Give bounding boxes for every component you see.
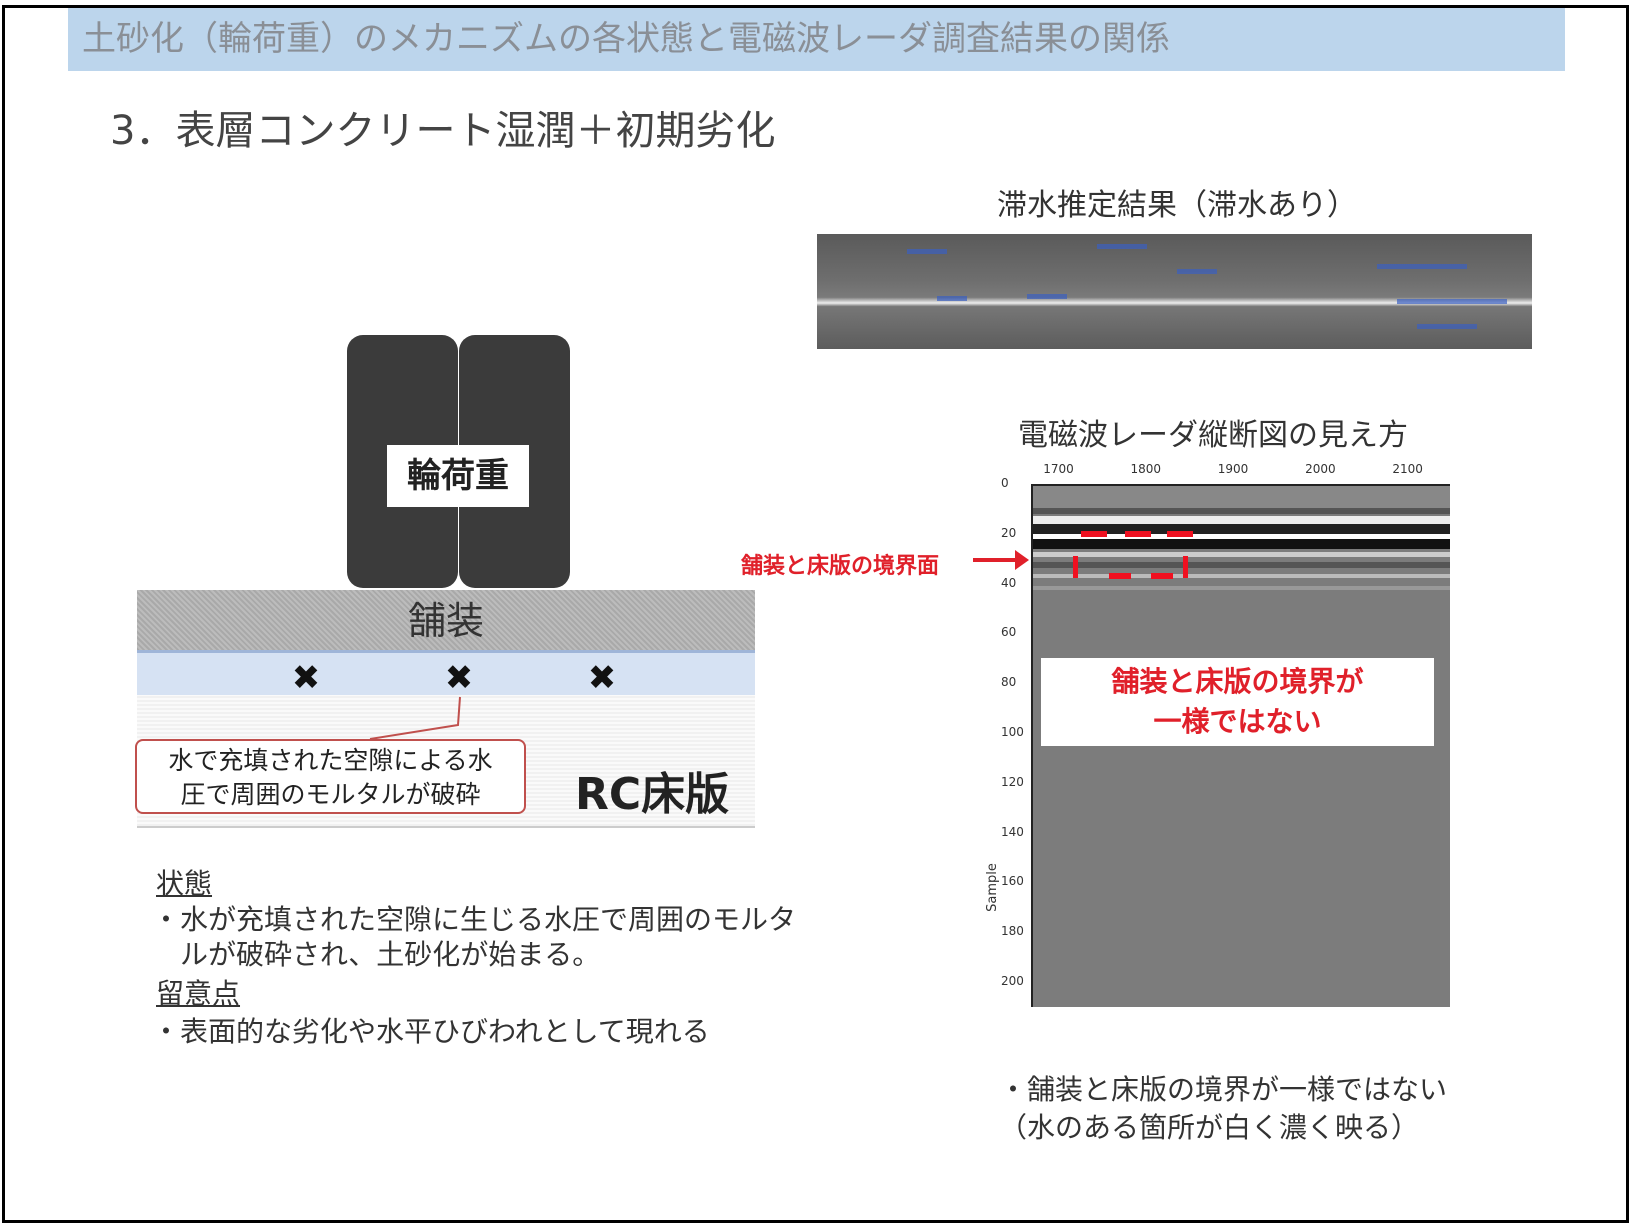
slide-header: 土砂化（輪荷重）のメカニズムの各状態と電磁波レーダ調査結果の関係 — [68, 8, 1565, 71]
water-estimate-strip — [817, 234, 1532, 349]
y-tick-label: 40 — [1001, 575, 1017, 590]
wheel-load-label: 輪荷重 — [387, 445, 529, 507]
wet-layer — [137, 653, 755, 695]
y-tick-label: 120 — [1001, 774, 1024, 789]
strip-caption: 滞水推定結果（滞水あり） — [997, 188, 1357, 223]
void-mark-icon: ✖ — [291, 658, 321, 698]
x-tick-label: 2000 — [1305, 462, 1336, 476]
y-axis-label: Sample — [984, 863, 1000, 912]
note-line: ・表面的な劣化や水平ひびわれとして現れる — [152, 1015, 710, 1048]
y-tick-label: 20 — [1001, 525, 1017, 540]
y-tick-label: 100 — [1001, 725, 1024, 740]
y-tick-label: 140 — [1001, 824, 1024, 839]
summary-line: （水のある箇所が白く濃く映る） — [999, 1111, 1420, 1144]
x-tick-label: 2100 — [1392, 462, 1423, 476]
overlay-line: 一様ではない — [1153, 705, 1322, 738]
arrow-right-icon — [973, 550, 1029, 570]
summary-line: ・舗装と床版の境界が一様ではない — [999, 1073, 1448, 1106]
state-line: ・水が充填された空隙に生じる水圧で周囲のモルタ — [152, 903, 797, 936]
radar-caption: 電磁波レーダ縦断図の見え方 — [1018, 418, 1408, 453]
callout-line: 水で充填された空隙による水 — [168, 746, 493, 775]
y-tick-label: 160 — [1001, 874, 1024, 889]
y-tick-label: 200 — [1001, 974, 1024, 989]
boundary-label: 舗装と床版の境界面 — [741, 554, 940, 579]
void-mark-icon: ✖ — [587, 658, 617, 698]
x-tick-label: 1900 — [1217, 462, 1249, 476]
overlay-line: 舗装と床版の境界が — [1111, 665, 1364, 698]
y-tick-label: 0 — [1001, 476, 1009, 490]
pavement-layer: 舗装 — [137, 590, 755, 653]
rc-slab-label: RC床版 — [575, 769, 730, 820]
section-title: 3．表層コンクリート湿潤＋初期劣化 — [110, 108, 776, 154]
note-heading: 留意点 — [156, 977, 241, 1010]
y-tick-label: 80 — [1001, 675, 1017, 690]
void-mark-icon: ✖ — [444, 658, 474, 698]
y-tick-label: 60 — [1001, 625, 1017, 640]
y-tick-label: 180 — [1001, 924, 1024, 939]
callout-box: 水で充填された空隙による水 圧で周囲のモルタルが破砕 — [135, 739, 526, 814]
callout-pointer — [369, 696, 461, 740]
x-tick-label: 1700 — [1043, 462, 1074, 476]
state-line: ルが破砕され、土砂化が始まる。 — [152, 938, 601, 971]
slide-frame — [2, 5, 1629, 1223]
radar-overlay-note: 舗装と床版の境界が 一様ではない — [1041, 658, 1434, 746]
x-tick-label: 1800 — [1130, 462, 1162, 476]
callout-line: 圧で周囲のモルタルが破砕 — [180, 780, 481, 809]
state-heading: 状態 — [156, 867, 213, 900]
